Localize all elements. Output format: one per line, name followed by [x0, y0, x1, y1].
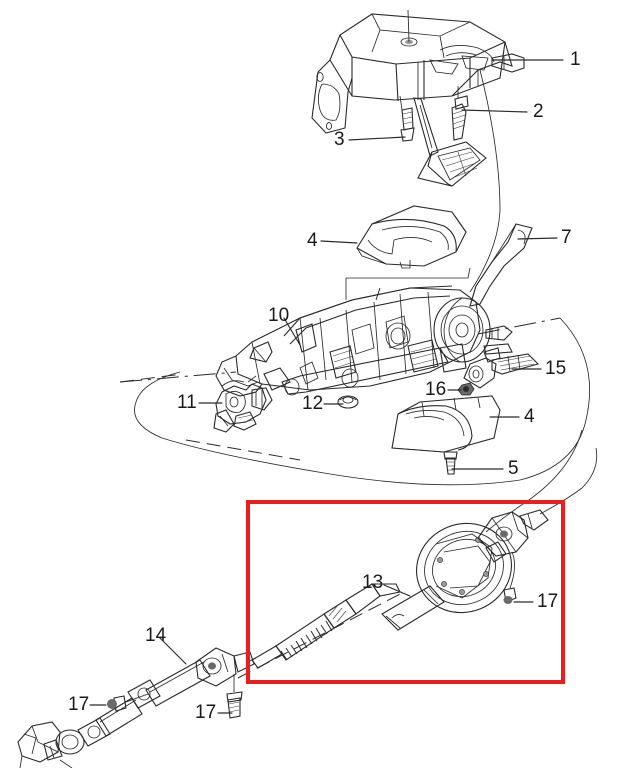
part-17-pinch-bolt-boxed — [503, 551, 517, 604]
callout-leader-lines — [89, 59, 564, 714]
leader-line-10 — [283, 317, 301, 346]
assembly-reference-line — [469, 69, 501, 293]
part-10-steering-column-assembly — [215, 285, 513, 397]
cover-reference-bracket — [346, 267, 471, 279]
part-4-upper-shroud-cover — [356, 205, 467, 269]
callout-number-12: 12 — [302, 393, 324, 414]
callout-number-2: 2 — [533, 101, 544, 122]
callout-number-4: 4 — [307, 230, 318, 251]
part-12-column-grommet — [337, 395, 359, 409]
callout-number-10: 10 — [268, 305, 290, 326]
callout-number-14: 14 — [145, 625, 167, 646]
callout-number-17: 17 — [68, 694, 90, 715]
part-4-lower-shroud-cover — [391, 395, 501, 453]
part-13-intermediate-shaft — [237, 583, 445, 679]
callout-number-16: 16 — [425, 379, 447, 400]
leader-line-3 — [348, 136, 406, 141]
part-15-ignition-switch-module — [463, 347, 540, 389]
callout-number-3: 3 — [334, 129, 345, 150]
callout-number-1: 1 — [570, 49, 581, 70]
callout-number-15: 15 — [545, 358, 567, 379]
callout-number-5: 5 — [508, 458, 519, 479]
part-7-multifunction-switch-stalk — [469, 223, 533, 307]
callout-number-17: 17 — [195, 702, 217, 723]
assembly-grouping-curve — [119, 317, 591, 533]
callout-number-4: 4 — [524, 406, 535, 427]
steering-coupler-assembly — [415, 447, 598, 614]
callout-number-7: 7 — [561, 227, 572, 248]
part-3-mounting-bolt-lower — [399, 95, 415, 142]
column-axis-dash-right — [477, 317, 561, 335]
part-11-tilt-lever-mechanism — [213, 375, 273, 433]
callout-number-13: 13 — [362, 572, 384, 593]
part-17-pinch-bolt-lower — [226, 674, 243, 719]
leader-line-4 — [320, 240, 358, 244]
leader-line-2 — [461, 109, 528, 113]
part-5-shroud-screw — [443, 451, 458, 475]
part-14-lower-steering-shaft — [17, 647, 255, 768]
part-10-reference-dash — [375, 287, 381, 301]
part-17-pinch-bolt-left — [107, 693, 149, 712]
leader-line-14 — [159, 637, 187, 665]
leader-line-13 — [383, 584, 411, 597]
part-16-retaining-nut — [457, 382, 475, 396]
callout-number-17: 17 — [537, 591, 559, 612]
callout-number-11: 11 — [177, 392, 197, 413]
leader-line-7 — [517, 237, 558, 240]
column-axis-dash-left — [119, 371, 237, 383]
brake-pedal-arm — [413, 60, 487, 187]
part-1-pedal-bracket-assembly — [311, 9, 525, 134]
part-2-mounting-bolt-upper — [451, 86, 469, 141]
